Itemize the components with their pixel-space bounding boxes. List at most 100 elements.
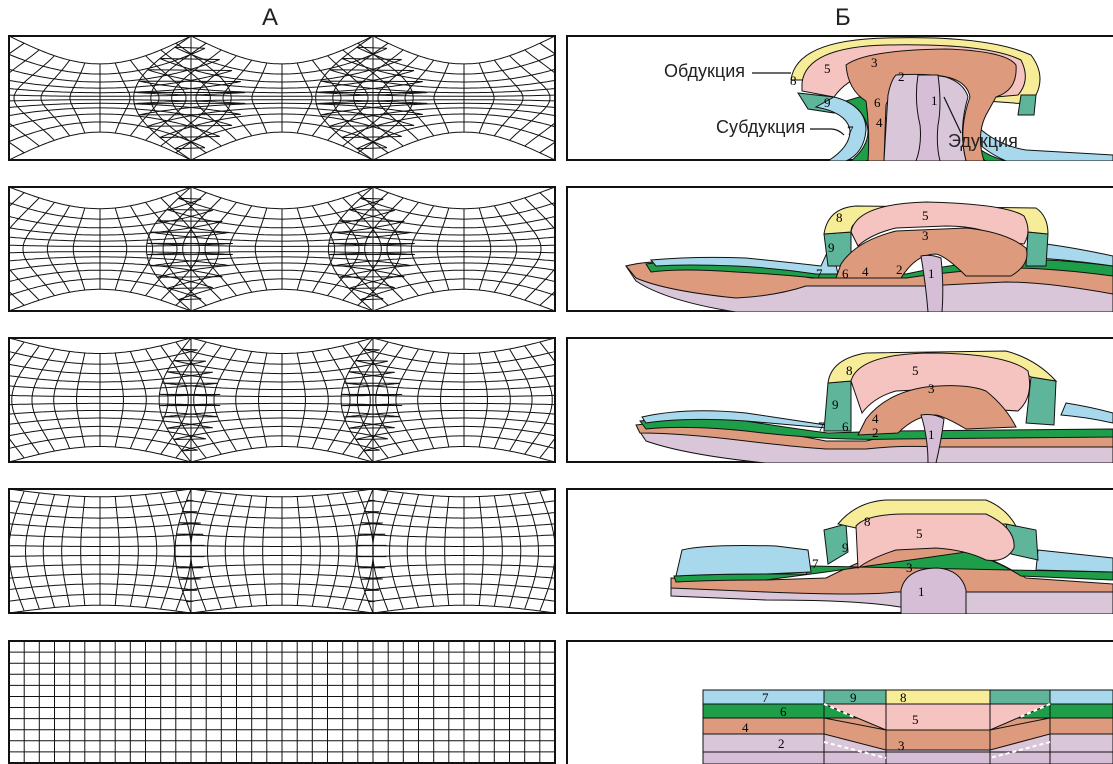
grid-line-vertical	[146, 56, 187, 141]
grid-line-vertical	[312, 206, 334, 292]
grid-line-vertical	[130, 206, 152, 292]
grid-line-vertical	[396, 349, 419, 451]
grid-line-vertical	[9, 491, 24, 611]
grid-line-horizontal	[9, 489, 555, 497]
grid-line-vertical	[378, 56, 419, 141]
grid-line-vertical	[32, 349, 55, 451]
grid-line-vertical	[146, 495, 157, 608]
grid-line-vertical	[494, 206, 516, 292]
label-5: 5	[916, 526, 923, 541]
label-8: 8	[846, 363, 853, 378]
grid-line-vertical	[115, 208, 127, 290]
grid-line-vertical	[62, 496, 70, 607]
grid-line-vertical	[8, 342, 24, 458]
grid-line-vertical	[328, 495, 339, 608]
grid-line-vertical	[47, 206, 69, 292]
grid-line-vertical	[441, 353, 449, 447]
label-9: 9	[850, 690, 857, 705]
label-2: 2	[898, 69, 905, 84]
grid-line-vertical	[194, 346, 222, 455]
deformation-grid-stage-3	[8, 337, 556, 463]
label-3: 3	[898, 738, 905, 753]
column-a-header: А	[262, 4, 278, 32]
label-5: 5	[912, 712, 919, 727]
label-7: 7	[818, 419, 825, 434]
label-3: 3	[928, 381, 935, 396]
label-7: 7	[816, 266, 823, 281]
grid-line-vertical	[312, 351, 328, 448]
unit-9-right	[1026, 232, 1048, 266]
grid-line-vertical	[437, 208, 449, 290]
grid-line-horizontal	[9, 36, 555, 64]
grid-line-vertical	[23, 202, 55, 295]
grid-line-vertical	[525, 493, 539, 609]
grid-line-vertical	[175, 489, 191, 613]
cross-section-stage-1: 1 2 3 4 5 6 7 8 9 Обдукция Субдукция Эду…	[566, 35, 1113, 161]
unit-1	[916, 75, 940, 161]
grid-line-vertical	[373, 491, 388, 611]
unit-7-left	[676, 546, 811, 577]
label-1: 1	[931, 93, 938, 108]
grid-line-vertical	[510, 349, 533, 451]
grid-line-vertical	[161, 346, 189, 455]
grid-line-vertical	[236, 351, 252, 448]
grid-line-vertical	[479, 208, 491, 290]
label-8: 8	[864, 514, 871, 529]
grid-line-vertical	[263, 497, 267, 606]
label-7: 7	[847, 123, 854, 138]
grid-line-horizontal	[9, 289, 555, 311]
deformation-grid-stage-2	[8, 186, 556, 312]
grid-line-vertical	[510, 495, 521, 608]
grid-line-vertical	[205, 202, 237, 295]
grid-line-horizontal	[9, 447, 555, 463]
grid-line-vertical	[343, 493, 357, 609]
grid-line-vertical	[191, 491, 206, 611]
grid-line-vertical	[130, 351, 146, 448]
column-b-header: Б	[835, 4, 851, 32]
label-9: 9	[828, 240, 835, 255]
label-9: 9	[832, 397, 839, 412]
grid-line-vertical	[387, 202, 419, 295]
unit-1	[703, 752, 1113, 764]
grid-line-vertical	[54, 351, 70, 448]
grid-line-vertical	[146, 349, 169, 451]
grid-line-vertical	[357, 489, 373, 613]
label-2: 2	[778, 736, 785, 751]
deformation-grid-stage-5	[8, 640, 556, 764]
grid-line-vertical	[312, 496, 320, 607]
label-4: 4	[862, 264, 869, 279]
unit-9-right	[990, 690, 1050, 704]
grid-line-vertical	[510, 202, 542, 295]
grid-line-vertical	[8, 198, 39, 300]
grid-line-horizontal	[9, 605, 555, 613]
grid-line-vertical	[77, 353, 85, 447]
label-8: 8	[790, 73, 797, 88]
grid-line-vertical	[297, 208, 309, 290]
label-8: 8	[900, 690, 907, 705]
grid-line-vertical	[115, 497, 119, 606]
grid-line-vertical	[418, 351, 434, 448]
grid-line-vertical	[259, 353, 267, 447]
label-2: 2	[872, 425, 879, 440]
grid-line-vertical	[411, 206, 433, 292]
grid-line-vertical	[115, 353, 123, 447]
label-5: 5	[824, 61, 831, 76]
grid-line-vertical	[540, 342, 556, 458]
label-6: 6	[874, 95, 881, 110]
label-8: 8	[836, 210, 843, 225]
cross-section-stage-5: 7 6 4 2 9 8 5 3	[566, 640, 1113, 764]
label-1: 1	[918, 584, 925, 599]
grid-line-vertical	[81, 497, 85, 606]
grid-line-vertical	[479, 353, 487, 447]
grid-line-vertical	[130, 496, 138, 607]
deformation-grid-stage-1	[8, 35, 556, 161]
grid-line-vertical	[43, 495, 54, 608]
label-7: 7	[762, 690, 769, 705]
grid-line-vertical	[525, 346, 553, 454]
label-5: 5	[912, 363, 919, 378]
label-2: 2	[896, 262, 903, 277]
grid-line-vertical	[229, 206, 251, 292]
grid-line-vertical	[494, 351, 510, 448]
label-6: 6	[842, 419, 849, 434]
grid-line-vertical	[12, 346, 40, 455]
